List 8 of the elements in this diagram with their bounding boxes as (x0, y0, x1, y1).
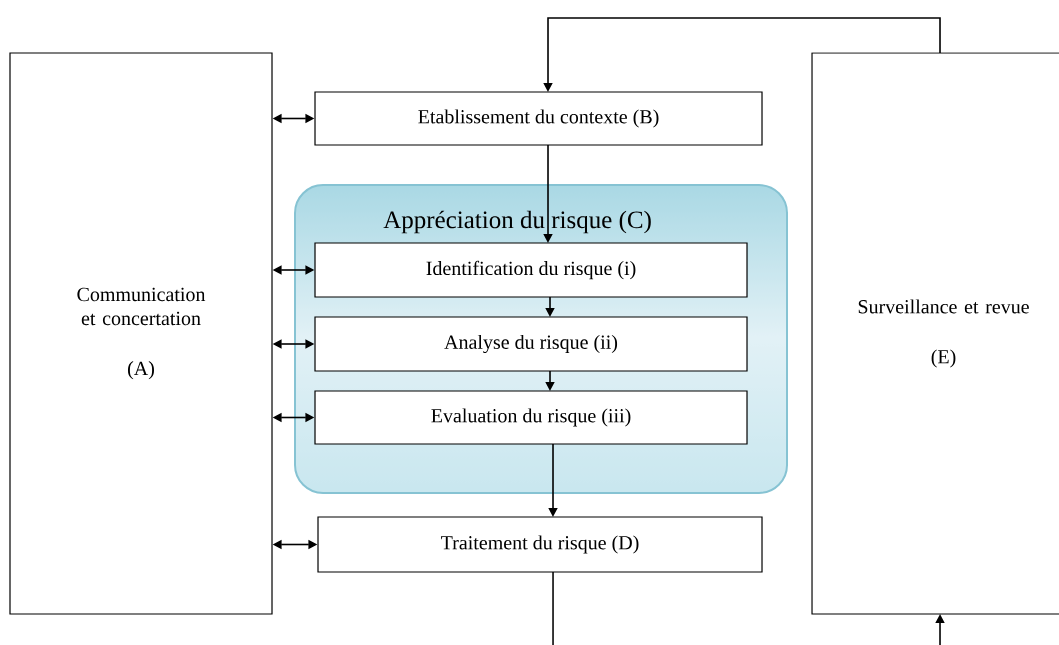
side-box: Communication et concertation (A) (9, 52, 273, 615)
process-box: Identification du risque (i) (314, 242, 748, 298)
process-box: Traitement du risque (D) (317, 516, 763, 573)
process-box: Evaluation du risque (iii) (314, 390, 748, 445)
arrow (552, 571, 945, 645)
process-box: Analyse du risque (ii) (314, 316, 748, 372)
side-box: Surveillance et revue (E) (811, 52, 1059, 615)
process-box: Etablissement du contexte (B) (314, 91, 763, 146)
